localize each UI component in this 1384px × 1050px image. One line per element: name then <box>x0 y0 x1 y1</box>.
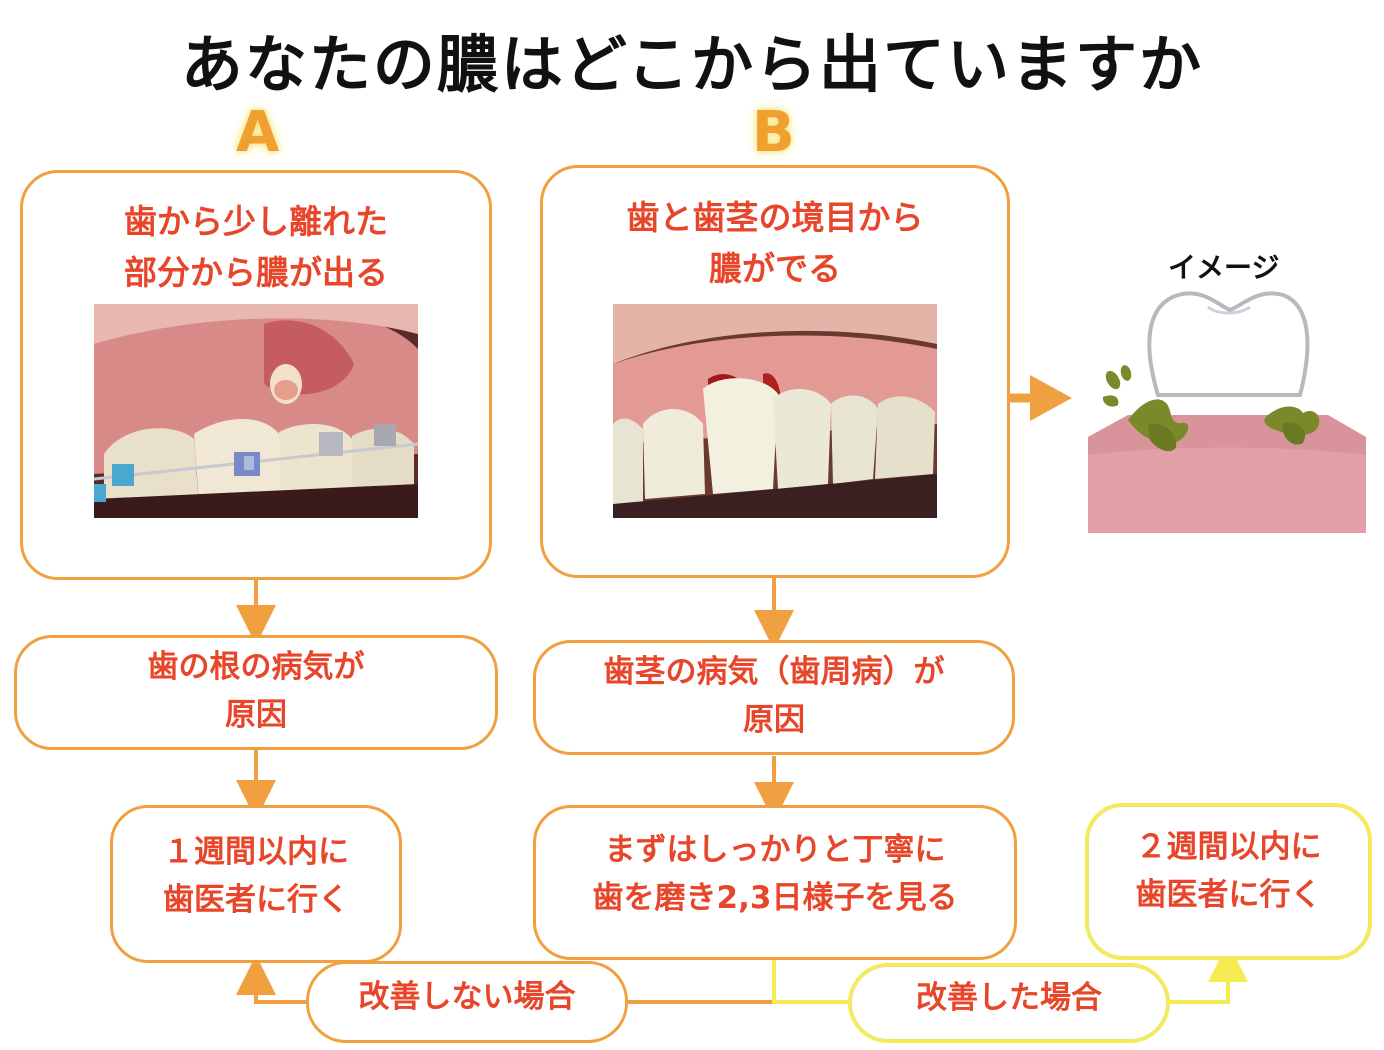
improved-action-line2: 歯医者に行く <box>1135 877 1322 914</box>
a-cause-line1: 歯の根の病気が <box>147 649 365 685</box>
box-a-action <box>110 805 402 963</box>
box-b-cause <box>533 640 1015 755</box>
a-action-line2: 歯医者に行く <box>163 882 349 919</box>
box-improved-action <box>1085 803 1372 960</box>
a-cause-text: 歯の根の病気が 原因 <box>14 643 498 739</box>
tooth-illustration <box>1088 291 1366 533</box>
photo-a-abscess <box>94 304 418 518</box>
b-description-line2: 膿がでる <box>709 249 841 289</box>
b-action-line1: まずはしっかりと丁寧に <box>604 832 946 868</box>
b-description-line1: 歯と歯茎の境目から <box>626 198 924 237</box>
b-action-text: まずはしっかりと丁寧に 歯を磨き2,3日様子を見る <box>533 826 1017 922</box>
b-cause-line1: 歯茎の病気（歯周病）が <box>603 654 945 690</box>
arrow-photo-to-image-head <box>1030 375 1072 421</box>
a-cause-line2: 原因 <box>225 697 287 734</box>
page-title: あなたの膿はどこから出ていますか <box>180 28 1204 101</box>
improved-label: 改善した場合 <box>916 980 1102 1016</box>
box-a-cause <box>14 635 498 750</box>
column-label-a: A <box>236 100 280 165</box>
a-action-text: １週間以内に 歯医者に行く <box>110 828 402 924</box>
box-b-action <box>533 805 1017 960</box>
image-label: イメージ <box>1168 251 1280 284</box>
not-improved-label: 改善しない場合 <box>358 979 576 1015</box>
column-label-b: B <box>752 100 795 165</box>
improved-action-text: ２週間以内に 歯医者に行く <box>1085 823 1372 919</box>
a-description-text: 歯から少し離れた 部分から膿が出る <box>20 196 492 298</box>
b-cause-line2: 原因 <box>743 702 805 739</box>
a-action-line1: １週間以内に <box>163 834 349 870</box>
b-cause-text: 歯茎の病気（歯周病）が 原因 <box>533 648 1015 744</box>
improved-action-line1: ２週間以内に <box>1135 829 1322 865</box>
photo-b-gum-pus <box>613 304 937 518</box>
pill-not-improved <box>306 961 628 1043</box>
pill-improved <box>848 963 1170 1043</box>
a-description-line1: 歯から少し離れた <box>124 202 388 241</box>
b-action-line2: 歯を磨き2,3日様子を見る <box>592 880 958 917</box>
a-description-line2: 部分から膿が出る <box>124 253 388 293</box>
b-description-text: 歯と歯茎の境目から 膿がでる <box>540 192 1010 294</box>
